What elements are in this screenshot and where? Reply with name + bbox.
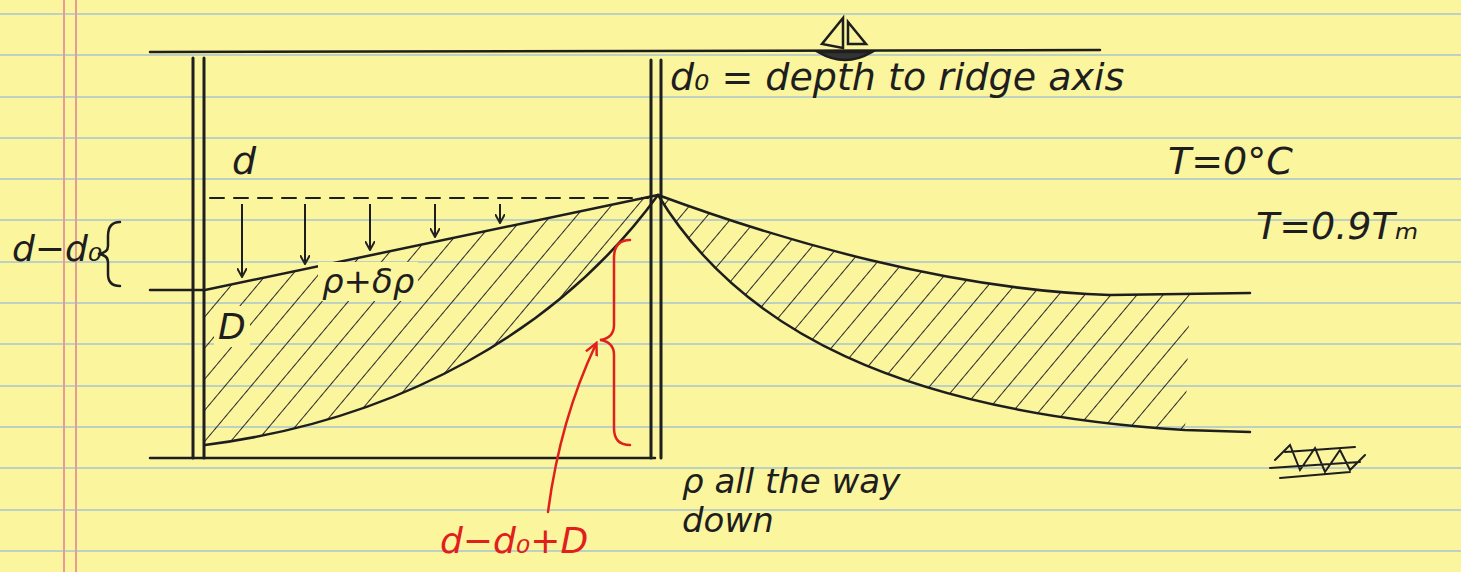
red-leader <box>548 344 596 512</box>
right-lithosphere <box>658 195 1190 430</box>
isotherm-label: T=0°C <box>1168 140 1293 184</box>
isotherm-zero <box>658 195 1250 295</box>
dashed-level <box>210 197 648 199</box>
depth-label: d <box>232 140 256 184</box>
boat-sail <box>822 18 866 48</box>
sea-surface <box>150 50 1100 52</box>
isotherm-label: T=0.9Tₘ <box>1256 205 1418 249</box>
left-column <box>193 58 204 458</box>
base-line <box>150 457 655 460</box>
thickness-label: D <box>214 306 250 347</box>
column-height-label: d−d₀+D <box>440 520 588 561</box>
left-lithosphere <box>205 195 658 445</box>
density-label: ρ+δρ <box>318 262 418 301</box>
note: ρ all the way down <box>682 462 922 540</box>
red-brace <box>600 240 630 445</box>
center-column <box>651 60 661 458</box>
ruled-lines <box>0 14 1461 551</box>
isotherm-mantle <box>658 195 1250 432</box>
bottom-boundary-left <box>205 195 658 445</box>
scribble <box>1270 445 1365 478</box>
margin-lines <box>64 0 76 572</box>
subsidence-label: d−d₀ <box>12 228 102 269</box>
axis-note: d₀ = depth to ridge axis <box>670 56 1124 100</box>
